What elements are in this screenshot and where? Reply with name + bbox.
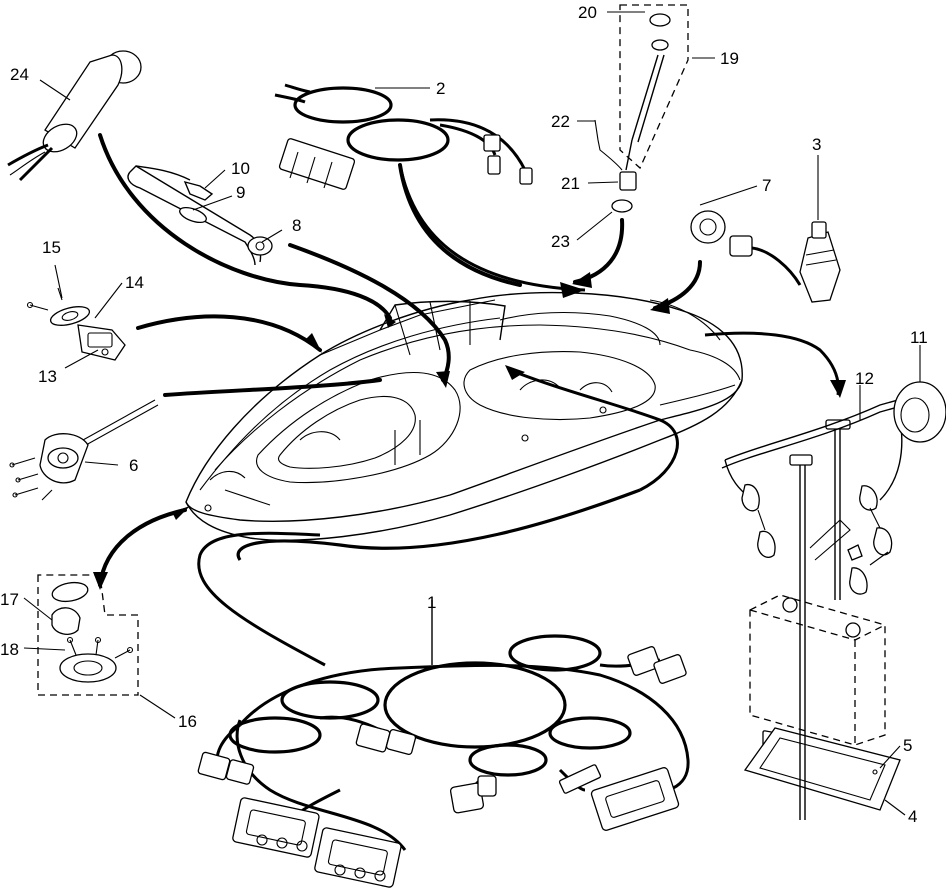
callout-16: 16 <box>178 712 197 731</box>
upper-wiring-harness <box>274 83 533 190</box>
connector-left-upper <box>197 751 255 785</box>
callout-15: 15 <box>42 238 61 257</box>
callout-labels: 1 2 3 4 5 6 7 8 9 10 11 12 13 14 15 16 1… <box>0 3 928 826</box>
callout-8: 8 <box>292 216 301 235</box>
callout-6: 6 <box>129 456 138 475</box>
harness-connectors <box>197 646 687 888</box>
callout-leader-lines <box>23 11 921 816</box>
receptacle-assembly-16 <box>37 574 139 696</box>
callout-7: 7 <box>762 176 771 195</box>
connector-left-large-2 <box>314 827 402 888</box>
fitting-assembly-19-23 <box>594 4 689 213</box>
callout-1: 1 <box>427 593 436 612</box>
connector-center-small <box>449 775 497 814</box>
assembly-leader-arrows <box>93 133 846 590</box>
callout-3: 3 <box>812 135 821 154</box>
callout-22: 22 <box>551 112 570 131</box>
callout-11: 11 <box>910 328 928 347</box>
callout-2: 2 <box>436 79 445 98</box>
boat-hull <box>185 291 743 541</box>
connector-upper-right <box>627 646 687 684</box>
callout-18: 18 <box>0 640 19 659</box>
connector-inline <box>558 764 602 794</box>
callout-21: 21 <box>561 174 580 193</box>
callout-13: 13 <box>38 367 57 386</box>
switch-assembly-13-15 <box>26 287 126 361</box>
connector-right-large <box>590 767 680 831</box>
battery-assembly <box>721 381 946 820</box>
horn-assembly <box>7 50 142 182</box>
callout-5: 5 <box>903 736 912 755</box>
callout-14: 14 <box>125 273 144 292</box>
callout-10: 10 <box>231 159 250 178</box>
callout-4: 4 <box>908 807 917 826</box>
callout-20: 20 <box>578 3 597 22</box>
callout-24: 24 <box>10 65 29 84</box>
connector-mid-left <box>355 723 417 755</box>
bracket-assembly <box>127 165 273 266</box>
callout-12: 12 <box>855 369 874 388</box>
upper-harness-connector <box>278 138 356 190</box>
callout-9: 9 <box>236 183 245 202</box>
callout-17: 17 <box>0 590 19 609</box>
sensor-assembly-3-7 <box>690 210 841 303</box>
callout-19: 19 <box>720 49 739 68</box>
callout-23: 23 <box>551 232 570 251</box>
gauge-flange-assembly <box>9 399 159 501</box>
connector-left-large-1 <box>232 797 320 858</box>
